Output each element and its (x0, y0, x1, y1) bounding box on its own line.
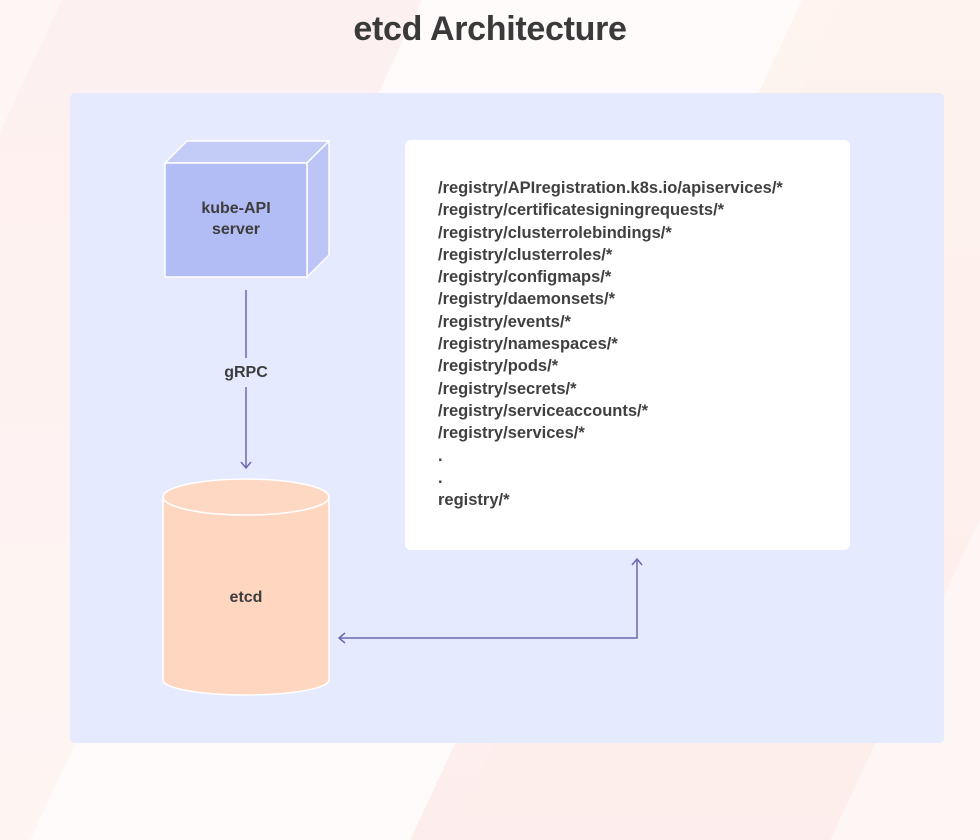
registry-key-item: /registry/namespaces/* (438, 335, 618, 354)
registry-key-item: /registry/pods/* (438, 357, 559, 376)
registry-keys-list: /registry/APIregistration.k8s.io/apiserv… (438, 177, 783, 511)
cube-right-face (306, 139, 330, 279)
registry-key-item: /registry/APIregistration.k8s.io/apiserv… (438, 179, 783, 197)
registry-key-item: /registry/certificatesigningrequests/* (438, 201, 725, 220)
diagram-canvas (162, 139, 643, 696)
grpc-arrowhead-icon (240, 461, 252, 470)
registry-etcd-arrow (337, 557, 643, 644)
registry-key-item: /registry/clusterrolebindings/* (438, 223, 672, 242)
registry-ellipsis-dot: . (438, 468, 443, 487)
grpc-label: gRPC (224, 364, 268, 381)
diagram-title: etcd Architecture (353, 10, 627, 48)
registry-key-item: /registry/secrets/* (438, 379, 577, 398)
kube-api-server-node (163, 139, 331, 279)
registry-keys-card: /registry/APIregistration.k8s.io/apiserv… (405, 140, 850, 550)
etcd-label: etcd (229, 589, 263, 606)
left-arrowhead-icon (337, 632, 346, 644)
registry-key-item: registry/* (438, 491, 510, 510)
etcd-node (162, 478, 330, 696)
registry-key-item: /registry/daemonsets/* (438, 290, 615, 309)
up-arrowhead-icon (631, 557, 643, 566)
cube-top-face (163, 140, 331, 164)
cylinder-top (162, 478, 330, 516)
registry-key-item: /registry/events/* (438, 312, 571, 331)
cylinder-body (162, 497, 330, 696)
kube-api-server-label-line2: server (211, 221, 261, 238)
grpc-arrow (240, 290, 252, 470)
registry-key-item: /registry/services/* (438, 424, 585, 443)
registry-key-item: /registry/configmaps/* (438, 268, 612, 287)
registry-key-item: /registry/clusterroles/* (438, 245, 613, 264)
kube-api-server-label: kube-API server (165, 198, 307, 240)
registry-ellipsis-dot: . (438, 446, 443, 465)
registry-etcd-connector (340, 560, 638, 639)
kube-api-server-label-line1: kube-API (201, 200, 271, 217)
cube-front-face (164, 162, 308, 278)
registry-key-item: /registry/serviceaccounts/* (438, 401, 649, 420)
